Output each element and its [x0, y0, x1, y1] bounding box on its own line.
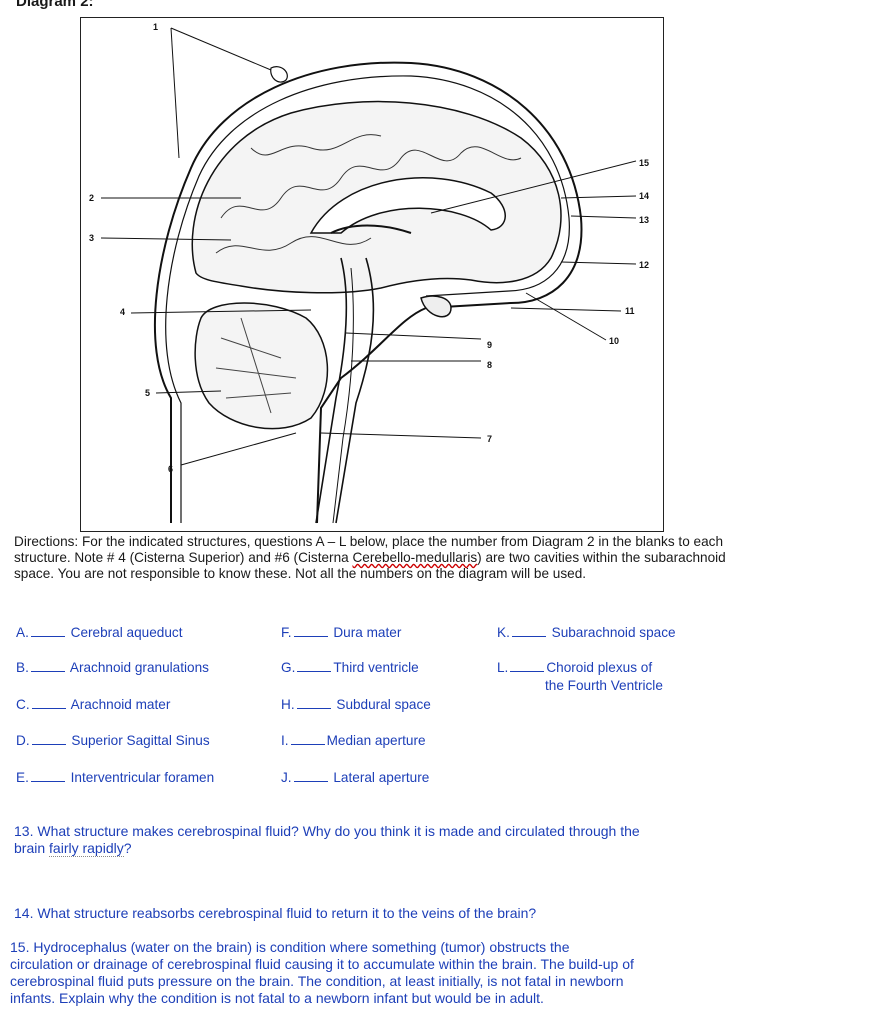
diagram-number-13: 13: [639, 215, 649, 225]
answer-blank-i[interactable]: [290, 734, 325, 745]
diagram-number-14: 14: [639, 191, 649, 201]
question-14: 14. What structure reabsorbs cerebrospin…: [14, 905, 537, 921]
diagram-number-10: 10: [609, 336, 619, 346]
question-f: F. Dura mater: [281, 625, 402, 640]
directions-text: Directions: For the indicated structures…: [14, 534, 726, 581]
diagram-heading: Diagram 2:: [16, 0, 94, 10]
diagram-number-6: 6: [168, 464, 173, 474]
question-h: H. Subdural space: [281, 697, 431, 712]
diagram-number-11: 11: [625, 306, 635, 316]
answer-blank-c[interactable]: [31, 698, 66, 709]
diagram-number-2: 2: [89, 193, 94, 203]
diagram-number-5: 5: [145, 388, 150, 398]
answer-blank-l[interactable]: [510, 661, 545, 672]
answer-blank-g[interactable]: [297, 661, 332, 672]
answer-blank-k[interactable]: [511, 626, 546, 637]
diagram-frame: 1 2 3 4 5 6 7 8 9 10 11 12 13 14 15: [80, 17, 664, 532]
question-g: G.Third ventricle: [281, 660, 419, 675]
answer-blank-f[interactable]: [293, 626, 328, 637]
question-i: I.Median aperture: [281, 733, 426, 748]
question-d: D. Superior Sagittal Sinus: [16, 733, 210, 748]
brain-sagittal-diagram: 1 2 3 4 5 6 7 8 9 10 11 12 13 14 15: [89, 22, 649, 524]
answer-blank-a[interactable]: [30, 626, 65, 637]
question-13: 13. What structure makes cerebrospinal f…: [14, 823, 640, 857]
question-l: L.Choroid plexus of: [497, 660, 653, 675]
answer-blank-d[interactable]: [31, 734, 66, 745]
diagram-number-15: 15: [639, 158, 649, 168]
diagram-number-8: 8: [487, 360, 492, 370]
diagram-number-9: 9: [487, 340, 492, 350]
question-k: K. Subarachnoid space: [497, 625, 676, 640]
answer-blank-e[interactable]: [30, 771, 65, 782]
question-b: B. Arachnoid granulations: [16, 660, 209, 675]
answer-blank-h[interactable]: [296, 698, 331, 709]
question-c: C. Arachnoid mater: [16, 697, 171, 712]
diagram-number-3: 3: [89, 233, 94, 243]
answer-blank-b[interactable]: [30, 661, 65, 672]
diagram-number-1: 1: [153, 22, 158, 32]
question-e: E. Interventricular foramen: [16, 770, 215, 785]
question-l-line2: the Fourth Ventricle: [545, 678, 663, 693]
question-15: 15. Hydrocephalus (water on the brain) i…: [10, 939, 634, 1006]
answer-blank-j[interactable]: [293, 771, 328, 782]
question-j: J. Lateral aperture: [281, 770, 430, 785]
diagram-number-4: 4: [120, 307, 125, 317]
underlined-term: Cerebello-medullaris: [352, 550, 478, 565]
diagram-number-7: 7: [487, 434, 492, 444]
question-a: A. Cerebral aqueduct: [16, 625, 183, 640]
diagram-number-12: 12: [639, 260, 649, 270]
